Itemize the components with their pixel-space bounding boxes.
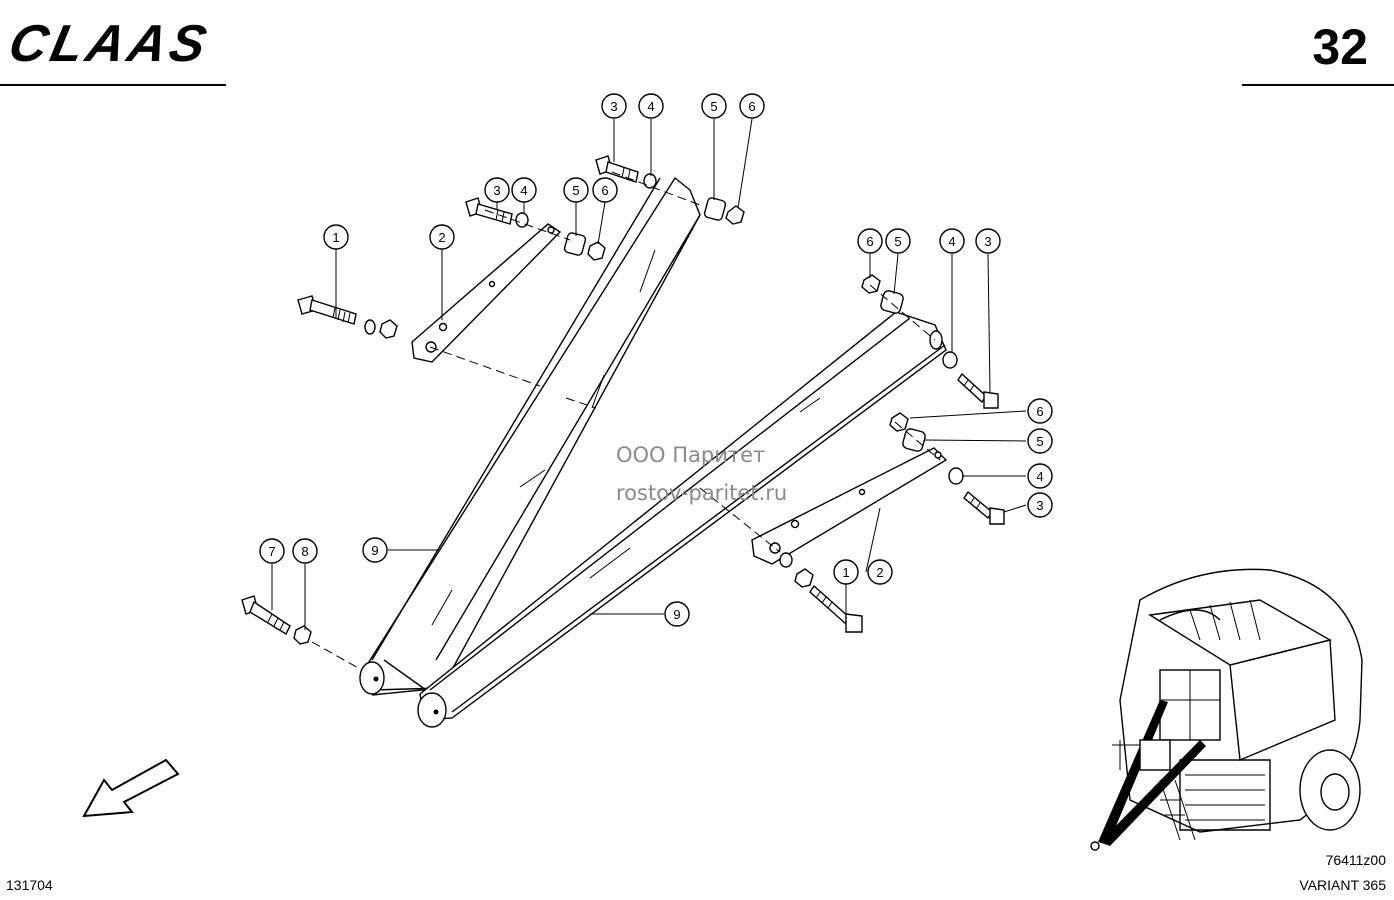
callout-left-mid-6: 6 [601,183,608,198]
right-lower-nut [794,568,814,588]
callout-left-nut-8: 8 [301,544,308,559]
callout-right-top-4: 4 [948,234,955,249]
left-nut [379,319,398,339]
callout-left-mid-4: 4 [520,183,527,198]
right-top-washer [942,351,958,369]
callout-left-top-6: 6 [748,99,755,114]
model-name: VARIANT 365 [1299,877,1386,893]
callouts: 3 4 5 6 3 4 5 6 1 2 7 8 9 6 5 4 3 6 5 4 … [259,93,1053,627]
callout-right-mid-6: 6 [1036,404,1043,419]
right-mid-bolt [963,490,1005,525]
callout-left-mid-3: 3 [493,183,500,198]
callout-right-bolt-1: 1 [842,565,849,580]
left-washer [364,319,376,335]
right-top-bush [880,290,904,314]
callout-left-top-5: 5 [710,99,717,114]
assembly-axis-lines [311,171,941,671]
right-mid-nut [889,412,909,432]
callout-right-mid-3: 3 [1036,498,1043,513]
callout-right-plate-2: 2 [876,565,883,580]
left-top-bush [703,197,727,221]
leader-lines [271,118,1027,630]
round-baler-thumbnail [1090,568,1363,851]
watermark-company: ООО Паритет [616,443,766,467]
left-long-bolt [297,295,357,325]
page-number: 32 [1312,19,1368,75]
right-lower-washer [779,552,793,568]
right-lower-bolt [809,584,863,633]
left-top-nut [725,205,745,225]
watermark-site: rostov-paritet.ru [616,481,788,505]
callout-left-mid-5: 5 [572,183,579,198]
right-top-nut [861,274,881,294]
callout-left-bolt-1: 1 [332,230,339,245]
left-mid-bolt [465,197,513,225]
callout-left-bolt-7: 7 [268,544,275,559]
header-rule-left [0,84,226,86]
left-lower-nut [293,625,312,645]
left-mid-nut [587,241,606,261]
callout-right-arm-9: 9 [673,607,680,622]
left-top-bolt [595,155,639,183]
header-rule-right [1242,84,1394,86]
callout-left-plate-2: 2 [438,230,445,245]
callout-left-top-4: 4 [647,99,654,114]
left-top-washer [643,173,657,189]
right-mid-washer [948,467,964,485]
left-mounting-plate [411,223,562,363]
figure-code: 76411z00 [1325,852,1386,868]
left-lower-bolt [241,595,291,635]
right-mid-bush [902,428,926,452]
callout-left-arm-9: 9 [371,543,378,558]
doc-number: 131704 [6,877,53,893]
left-mid-bush [563,232,587,256]
callout-right-top-5: 5 [894,234,901,249]
callout-right-top-3: 3 [984,234,991,249]
callout-left-top-3: 3 [610,99,617,114]
right-top-bolt [957,372,999,409]
arrow-down-left-icon [82,758,180,818]
left-mid-washer [515,212,529,228]
callout-right-top-6: 6 [866,234,873,249]
callout-right-mid-4: 4 [1036,469,1043,484]
callout-right-mid-5: 5 [1036,434,1043,449]
right-support-arm [417,311,947,728]
